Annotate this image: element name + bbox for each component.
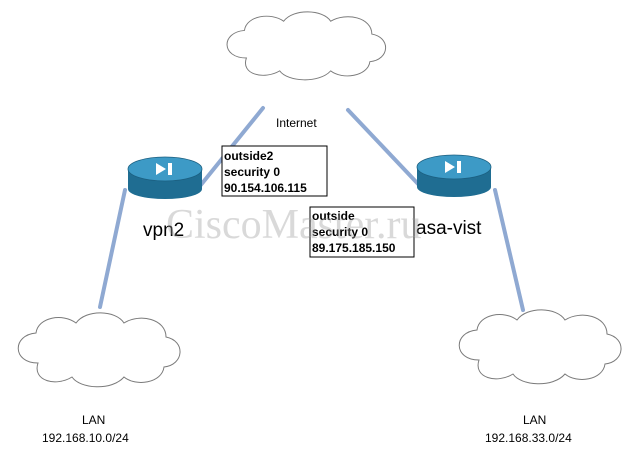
vpn2-if-security: security 0 [224, 165, 280, 179]
lan-left-label: LAN [82, 413, 105, 427]
asa-vist-label: asa-vist [416, 218, 482, 239]
lan-right-cloud-icon [458, 309, 622, 385]
asa-vist-router-icon[interactable] [416, 154, 492, 197]
vpn2-label: vpn2 [143, 220, 184, 241]
link-internet-asa [346, 108, 422, 188]
internet-label: Internet [276, 116, 317, 130]
lan-right-label: LAN [523, 413, 546, 427]
vpn2-router-icon[interactable] [127, 156, 203, 199]
watermark: CiscoMaster.ru [166, 202, 421, 248]
link-asa-lan-right [493, 188, 525, 312]
lan-right-subnet: 192.168.33.0/24 [485, 431, 572, 445]
lan-left-subnet: 192.168.10.0/24 [42, 431, 129, 445]
vpn2-interface-box: outside2 security 0 90.154.106.115 [221, 145, 328, 197]
asa-if-security: security 0 [312, 225, 368, 239]
internet-cloud-icon [226, 11, 387, 81]
asa-if-ip: 89.175.185.150 [312, 241, 396, 255]
vpn2-if-name: outside2 [224, 149, 274, 163]
asa-interface-box: outside security 0 89.175.185.150 [309, 206, 415, 258]
vpn2-if-ip: 90.154.106.115 [224, 181, 307, 195]
lan-left-cloud-icon [17, 312, 181, 388]
asa-if-name: outside [312, 209, 355, 223]
link-vpn2-lan-left [98, 188, 127, 309]
